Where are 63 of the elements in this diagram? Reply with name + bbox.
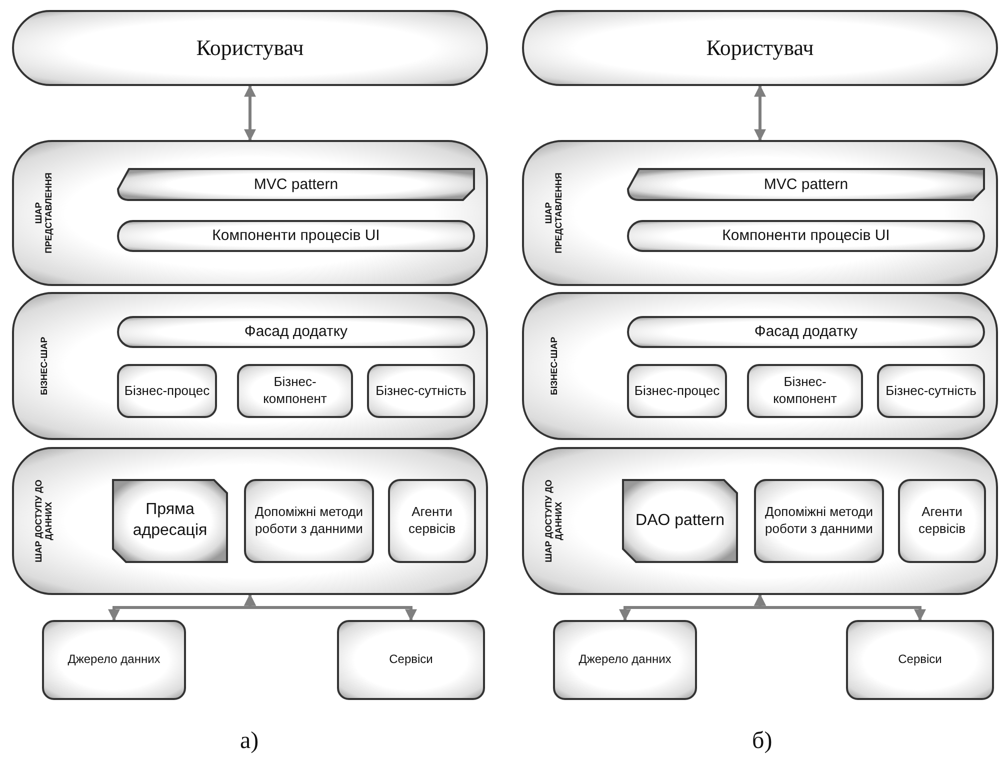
box-label: Пряма адресація [132, 500, 208, 541]
component-box [627, 168, 985, 201]
component-box [627, 220, 985, 252]
component-box [627, 364, 727, 418]
box-label: Бізнес-сутність [884, 382, 978, 400]
arrow [244, 84, 256, 142]
component-box [553, 620, 697, 700]
layer-heading: ШАР ДОСТУПУ ДО ДАННИХ [34, 478, 54, 564]
box-label: Фасад додатку [243, 322, 349, 342]
component-box [622, 479, 738, 563]
layer-heading: БІЗНЕС-ШАР [38, 336, 50, 398]
layer-panel [522, 447, 998, 595]
component-box [117, 168, 475, 201]
box-label: DAO pattern [634, 510, 726, 531]
component-box [117, 220, 475, 252]
figure-caption: б) [752, 728, 772, 755]
box-label: Агенти сервісів [407, 504, 457, 538]
layer-panel [522, 292, 998, 440]
layer-panel [522, 140, 998, 286]
layer-heading: ШАР ДОСТУПУ ДО ДАННИХ [544, 478, 564, 564]
box-label: Компоненти процесів UI [211, 226, 381, 246]
component-box [42, 620, 186, 700]
component-box [747, 364, 863, 418]
component-box [237, 364, 353, 418]
arrow [754, 84, 766, 142]
box-label: MVC pattern [252, 174, 340, 194]
box-label: Агенти сервісів [917, 504, 967, 538]
component-box [754, 479, 884, 563]
box-label: Користувач [195, 34, 305, 62]
box-label: Сервіси [897, 652, 943, 668]
box-label: Джерело данних [578, 652, 672, 668]
component-box [117, 364, 217, 418]
component-box [898, 479, 986, 563]
component-box [337, 620, 485, 700]
box-label: Бізнес-компонент [262, 374, 328, 408]
box-label: MVC pattern [762, 174, 850, 194]
component-box [244, 479, 374, 563]
box-label: Фасад додатку [753, 322, 859, 342]
component-box [367, 364, 475, 418]
figure-caption: а) [240, 728, 259, 755]
layer-panel [12, 140, 488, 286]
layer-heading: ШАР ПРЕДСТАВЛЕННЯ [544, 172, 564, 256]
box-label: Компоненти процесів UI [721, 226, 891, 246]
component-box [846, 620, 994, 700]
component-box [877, 364, 985, 418]
component-box [112, 479, 228, 563]
component-box [388, 479, 476, 563]
layer-heading: БІЗНЕС-ШАР [548, 336, 560, 398]
box-label: Користувач [705, 34, 815, 62]
arrow [754, 594, 926, 622]
box-label: Бізнес-компонент [772, 374, 838, 408]
box-label: Бізнес-процес [123, 382, 211, 400]
box-label: Сервіси [388, 652, 434, 668]
layer-panel [12, 292, 488, 440]
component-box [117, 316, 475, 348]
component-box [627, 316, 985, 348]
layer-heading: ШАР ПРЕДСТАВЛЕННЯ [34, 172, 54, 256]
box-label: Допоміжні методи роботи з данними [254, 504, 364, 538]
box-label: Допоміжні методи роботи з данними [764, 504, 874, 538]
box-label: Джерело данних [66, 652, 162, 668]
box-label: Бізнес-процес [633, 382, 721, 400]
box-label: Бізнес-сутність [374, 382, 468, 400]
layer-panel [12, 447, 488, 595]
